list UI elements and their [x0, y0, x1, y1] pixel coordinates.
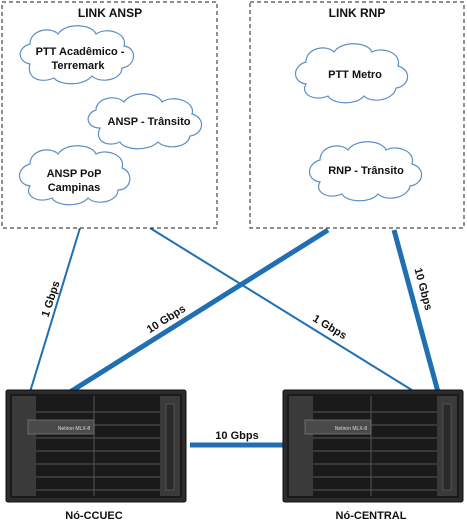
cloud-ptt-metro: PTT Metro: [294, 43, 409, 104]
router-model-label: Netiron MLX-8: [58, 426, 90, 432]
cloud-label: Campinas: [48, 182, 101, 194]
group-title: LINK ANSP: [78, 6, 142, 20]
cloud-label: ANSP PoP: [47, 168, 102, 180]
link-central-ansp: [149, 227, 416, 393]
group-title: LINK RNP: [329, 6, 386, 20]
cloud-label: ANSP - Trânsito: [108, 116, 191, 128]
link-label-central-ansp: 1 Gbps: [310, 313, 348, 342]
router-central: Netiron MLX-8: [282, 389, 464, 503]
cloud-rnp-transito: RNP - Trânsito: [308, 141, 423, 202]
link-ccuec-rnp: [68, 227, 330, 395]
router-model-label: Netiron MLX-8: [335, 426, 367, 432]
cloud-label: Terremark: [52, 60, 106, 72]
node-label-central: Nó-CENTRAL: [336, 510, 407, 522]
cloud-ansp-pop-campinas: ANSP PoP Campinas: [18, 145, 131, 206]
router-ccuec: Netiron MLX-8: [5, 389, 187, 503]
link-label-between-nodes: 10 Gbps: [215, 430, 258, 442]
cloud-ptt-academico: PTT Acadêmico - Terremark: [19, 25, 135, 85]
node-label-ccuec: Nó-CCUEC: [65, 510, 122, 522]
cloud-label: RNP - Trânsito: [328, 165, 404, 177]
cloud-ansp-transito: ANSP - Trânsito: [87, 93, 203, 150]
cloud-label: PTT Acadêmico -: [36, 46, 125, 58]
link-ccuec-ansp: [29, 227, 81, 393]
link-central-rnp: [391, 229, 441, 393]
cloud-label: PTT Metro: [328, 69, 382, 81]
